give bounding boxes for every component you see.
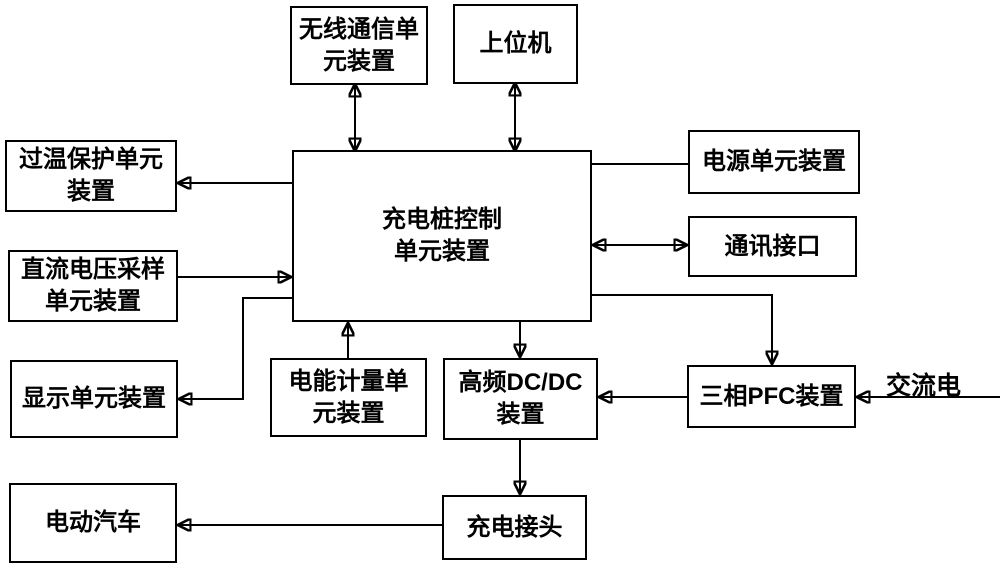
node-electric-vehicle-label: 电动汽车 bbox=[45, 509, 141, 537]
node-energy-metering-unit-label: 电能计量单 元装置 bbox=[288, 367, 409, 427]
node-hf-dcdc-device-label: 高频DC/DC 装置 bbox=[458, 369, 583, 428]
node-charging-pile-control-unit: 充电桩控制 单元装置 bbox=[292, 150, 592, 322]
node-hf-dcdc-device: 高频DC/DC 装置 bbox=[443, 358, 598, 440]
node-charging-connector: 充电接头 bbox=[442, 495, 587, 560]
node-display-unit: 显示单元装置 bbox=[10, 360, 178, 438]
edge-control-to-pfc-arrow bbox=[592, 294, 772, 363]
label-ac-power: 交流电 bbox=[886, 372, 962, 400]
node-host-computer-label: 上位机 bbox=[479, 30, 552, 58]
node-charging-connector-label: 充电接头 bbox=[466, 513, 563, 541]
node-wireless-comm-unit-label: 无线通信单 元装置 bbox=[299, 15, 419, 75]
node-dc-voltage-sampling-unit: 直流电压采样 单元装置 bbox=[8, 250, 178, 322]
node-communication-interface-label: 通讯接口 bbox=[724, 232, 821, 260]
node-overtemp-protection-unit-label: 过温保护单元 装置 bbox=[19, 146, 163, 205]
node-energy-metering-unit: 电能计量单 元装置 bbox=[270, 358, 427, 437]
node-power-supply-unit-label: 电源单元装置 bbox=[702, 148, 846, 176]
node-three-phase-pfc-device: 三相PFC装置 bbox=[687, 365, 856, 428]
node-three-phase-pfc-device-label: 三相PFC装置 bbox=[699, 382, 844, 410]
node-display-unit-label: 显示单元装置 bbox=[22, 385, 166, 413]
node-host-computer: 上位机 bbox=[453, 4, 578, 84]
node-charging-pile-control-unit-label: 充电桩控制 单元装置 bbox=[382, 206, 502, 265]
node-overtemp-protection-unit: 过温保护单元 装置 bbox=[5, 140, 177, 212]
node-wireless-comm-unit: 无线通信单 元装置 bbox=[290, 6, 428, 85]
node-electric-vehicle: 电动汽车 bbox=[9, 483, 177, 563]
node-power-supply-unit: 电源单元装置 bbox=[688, 130, 860, 194]
node-communication-interface: 通讯接口 bbox=[688, 216, 857, 277]
node-dc-voltage-sampling-unit-label: 直流电压采样 单元装置 bbox=[21, 256, 165, 315]
